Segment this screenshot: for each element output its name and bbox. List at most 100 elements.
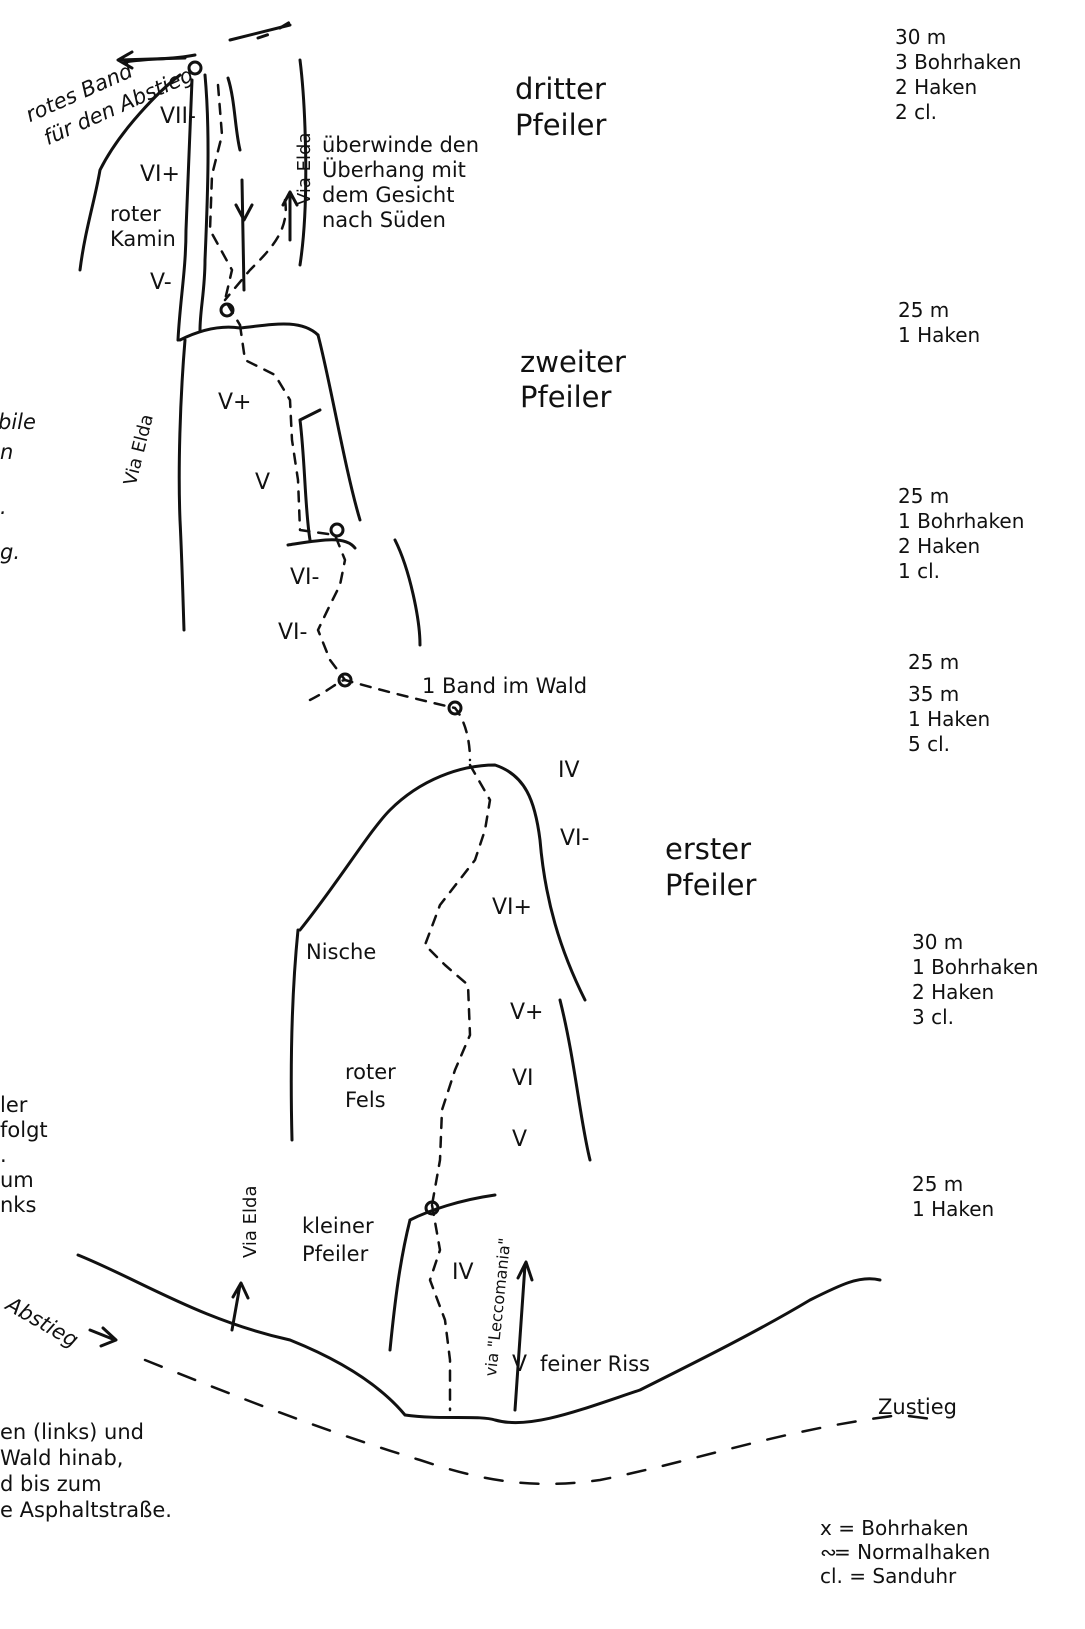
grade-v-riss: V xyxy=(512,1352,527,1377)
tree-trunk-top xyxy=(236,180,252,290)
route-via-elda-top xyxy=(225,200,286,300)
label-zweiter: zweiter xyxy=(520,345,626,379)
pitch-1-line-4: 2 cl. xyxy=(895,100,1021,125)
note-ueberhang-2: Überhang mit xyxy=(322,158,466,183)
pitch-3-line-1: 25 m xyxy=(898,484,1024,509)
pitch-info-6: 30 m 1 Bohrhaken 2 Haken 3 cl. xyxy=(912,930,1038,1030)
pitch-1-line-2: 3 Bohrhaken xyxy=(895,50,1021,75)
second-pillar-right xyxy=(318,335,360,520)
grade-vi-minus-a: VI- xyxy=(290,565,319,590)
piton-icon: ∾ xyxy=(820,1540,834,1564)
label-band-im-wald: 1 Band im Wald xyxy=(422,674,587,699)
cut-text-bottom-2: Wald hinab, xyxy=(0,1446,123,1471)
label-kleiner-1: kleiner xyxy=(302,1214,374,1239)
label-erster-pfeiler: Pfeiler xyxy=(665,868,756,902)
legend-bohrhaken: x = Bohrhaken xyxy=(820,1516,990,1540)
pitch-6-line-2: 1 Bohrhaken xyxy=(912,955,1038,980)
pitch-1-line-1: 30 m xyxy=(895,25,1021,50)
summit-ridge xyxy=(125,25,290,62)
label-zustieg: Zustieg xyxy=(878,1395,957,1420)
grade-vi: VI xyxy=(512,1066,534,1091)
grade-v-plus-second: V+ xyxy=(218,390,251,415)
descent-arrow xyxy=(90,1328,116,1346)
second-pillar-ledge xyxy=(288,540,355,548)
note-ueberhang-4: nach Süden xyxy=(322,208,446,233)
pitch-6-line-3: 2 Haken xyxy=(912,980,1038,1005)
second-pillar-crack xyxy=(395,540,420,645)
legend-sanduhr: cl. = Sanduhr xyxy=(820,1564,990,1588)
leccomania-arrow xyxy=(515,1262,532,1410)
legend: x = Bohrhaken ∾= Normalhaken cl. = Sandu… xyxy=(820,1516,990,1588)
cut-text-mid-5: nks xyxy=(0,1193,36,1218)
grade-vi-minus-c: VI- xyxy=(560,826,589,851)
pitch-5-line-2: 1 Haken xyxy=(908,707,990,732)
pitch-info-2: 25 m 1 Haken xyxy=(898,298,980,348)
label-nische: Nische xyxy=(306,940,376,965)
label-zweiter-pfeiler: Pfeiler xyxy=(520,380,611,414)
pitch-2-line-2: 1 Haken xyxy=(898,323,980,348)
label-roter-fels-1: roter xyxy=(345,1060,396,1085)
grade-vi-plus-top: VI+ xyxy=(140,162,180,187)
belay-anchor-3 xyxy=(331,524,343,536)
label-feiner-riss: feiner Riss xyxy=(540,1352,650,1377)
first-pillar-right-edge xyxy=(560,1000,590,1160)
pitch-3-line-2: 1 Bohrhaken xyxy=(898,509,1024,534)
pitch-5-line-3: 5 cl. xyxy=(908,732,990,757)
label-via-elda-bottom: Via Elda xyxy=(238,1185,263,1258)
grade-vi-minus-b: VI- xyxy=(278,620,307,645)
pitch-2-line-1: 25 m xyxy=(898,298,980,323)
grade-v-second: V xyxy=(255,470,270,495)
route-first-pillar xyxy=(425,765,490,1205)
label-dritter-pfeiler: Pfeiler xyxy=(515,108,606,142)
ground-line xyxy=(78,1255,880,1423)
label-erster: erster xyxy=(665,832,751,866)
first-pillar-left-edge xyxy=(291,930,298,1140)
label-roter-kamin-1: roter xyxy=(110,202,161,227)
cut-text-left-1: bile xyxy=(0,410,36,435)
legend-normalhaken-row: ∾= Normalhaken xyxy=(820,1540,990,1564)
pitch-info-4: 25 m xyxy=(908,650,959,675)
second-pillar-inner xyxy=(300,410,320,540)
cut-text-left-2: n xyxy=(0,440,13,465)
pitch-4-line-1: 25 m xyxy=(908,650,959,675)
cut-text-bottom-4: e Asphaltstraße. xyxy=(0,1498,172,1523)
label-kleiner-2: Pfeiler xyxy=(302,1242,368,1267)
grade-vi-plus-first: VI+ xyxy=(492,895,532,920)
cut-text-mid-2: folgt xyxy=(0,1118,48,1143)
cut-text-mid-4: um xyxy=(0,1168,34,1193)
grade-vii-minus: VII- xyxy=(160,104,196,129)
cut-text-bottom-1: en (links) und xyxy=(0,1420,144,1445)
label-via-elda-top: Via Elda xyxy=(292,132,317,205)
route-kleiner-pfeiler xyxy=(430,1205,450,1410)
pitch-1-line-3: 2 Haken xyxy=(895,75,1021,100)
grade-v-minus: V- xyxy=(150,270,172,295)
grade-iv-low: IV xyxy=(452,1260,474,1285)
cut-text-mid-1: ler xyxy=(0,1093,27,1118)
pitch-6-line-1: 30 m xyxy=(912,930,1038,955)
pitch-3-line-4: 1 cl. xyxy=(898,559,1024,584)
label-roter-kamin-2: Kamin xyxy=(110,227,176,252)
cut-text-left-4: g. xyxy=(0,540,20,565)
pitch-info-3: 25 m 1 Bohrhaken 2 Haken 1 cl. xyxy=(898,484,1024,584)
second-pillar-left xyxy=(179,340,185,630)
label-dritter: dritter xyxy=(515,72,606,106)
approach-path xyxy=(145,1360,940,1484)
pitch-6-line-4: 3 cl. xyxy=(912,1005,1038,1030)
note-ueberhang-3: dem Gesicht xyxy=(322,183,454,208)
label-roter-fels-2: Fels xyxy=(345,1088,386,1113)
grade-iv-top: IV xyxy=(558,758,580,783)
cut-text-left-3: . xyxy=(0,495,7,520)
third-pillar-chimney-right xyxy=(200,75,208,330)
kleiner-pfeiler-outline xyxy=(390,1195,495,1350)
note-ueberhang-1: überwinde den xyxy=(322,133,479,158)
pitch-info-1: 30 m 3 Bohrhaken 2 Haken 2 cl. xyxy=(895,25,1021,125)
pitch-3-line-3: 2 Haken xyxy=(898,534,1024,559)
grade-v-plus-first: V+ xyxy=(510,1000,543,1025)
pitch-5-line-1: 35 m xyxy=(908,682,990,707)
legend-normalhaken: = Normalhaken xyxy=(834,1540,990,1564)
pitch-7-line-1: 25 m xyxy=(912,1172,994,1197)
grade-v-first: V xyxy=(512,1127,527,1152)
pitch-7-line-2: 1 Haken xyxy=(912,1197,994,1222)
pitch-info-5: 35 m 1 Haken 5 cl. xyxy=(908,682,990,757)
cut-text-mid-3: . xyxy=(0,1143,7,1168)
